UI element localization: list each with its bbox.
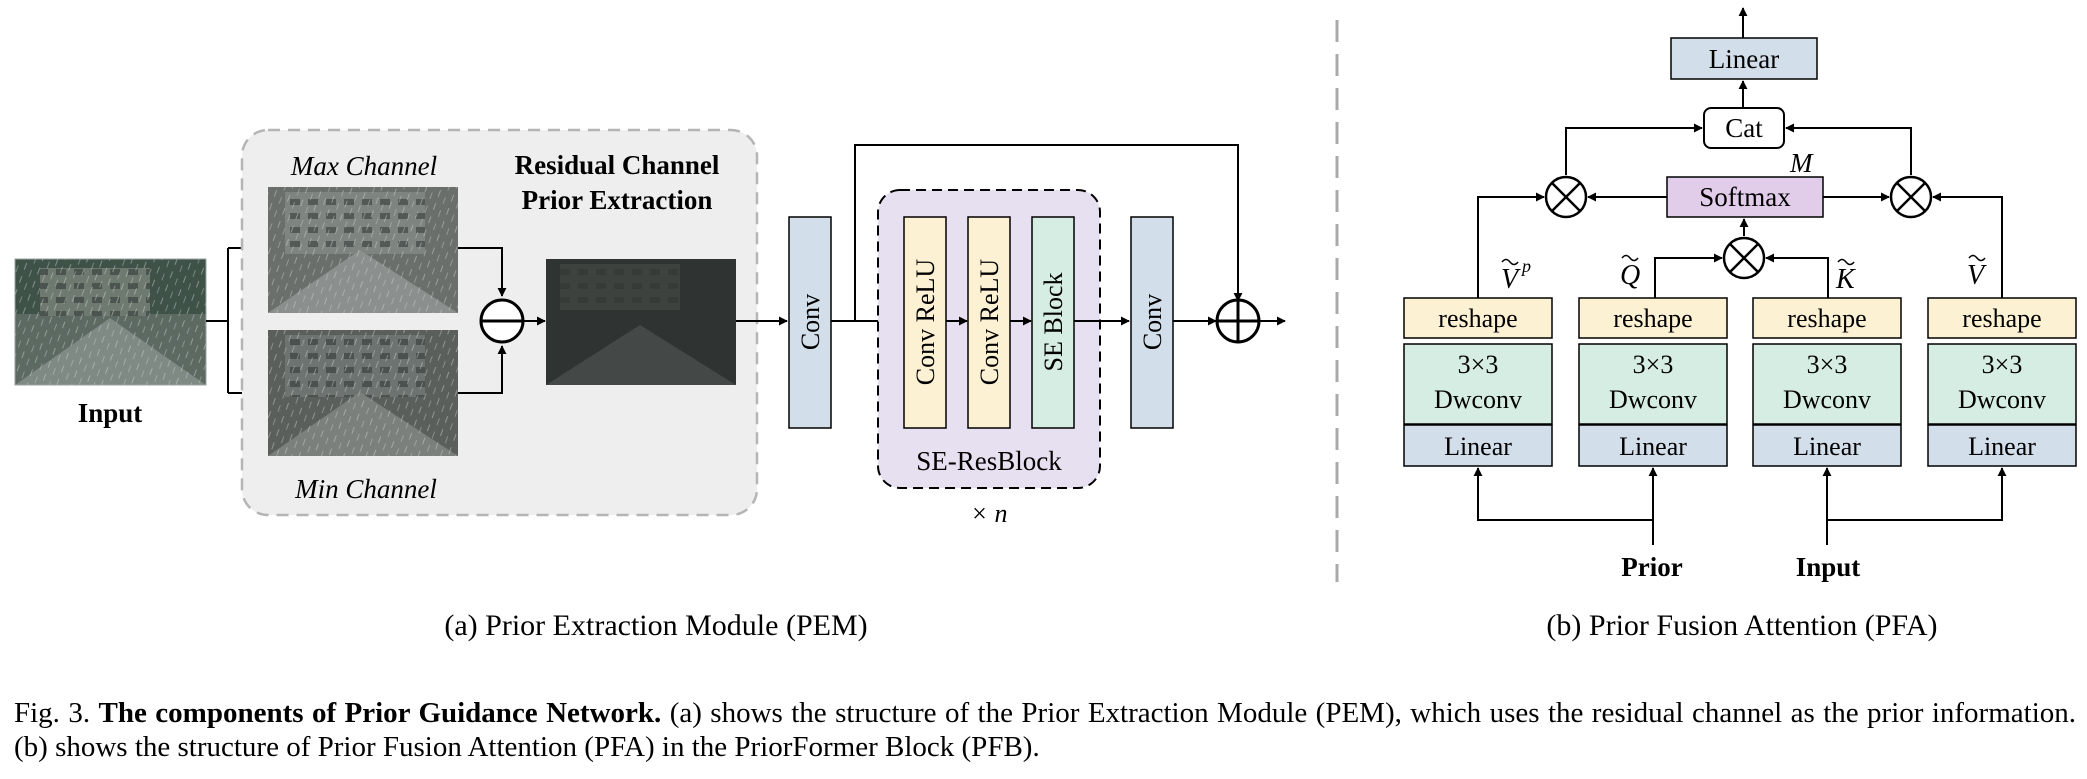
conv-block-2-label: Conv <box>1138 294 1167 350</box>
svg-text:3×3: 3×3 <box>1633 350 1674 379</box>
cat-block <box>1703 107 1785 149</box>
svg-text:Dwconv: Dwconv <box>1434 385 1522 414</box>
arrow-rmul-to-cat <box>1785 123 1912 175</box>
arrow-lmul-to-cat <box>1565 123 1703 175</box>
v-symbol: V <box>1967 254 1987 291</box>
se-block-label: SE Block <box>1039 273 1068 372</box>
conv-block-1-label: Conv <box>796 294 825 350</box>
arrow-v-to-rmul <box>1932 192 2003 298</box>
se-block <box>1031 216 1075 429</box>
caption-bold-title: The components of Prior Guidance Network… <box>98 697 662 729</box>
arrow-input-to-v <box>1826 467 2007 545</box>
figure-canvas: Input Max Channel Min Channel Residual C… <box>14 7 2077 642</box>
add-operator-icon <box>1215 298 1261 344</box>
residual-prior-image <box>546 259 736 385</box>
arrow-k-to-mul <box>1765 253 1829 298</box>
arrow-prior-to-vp <box>1473 467 1654 545</box>
cat-label: Cat <box>1725 113 1763 143</box>
min-channel-image <box>268 330 458 456</box>
svg-text:3×3: 3×3 <box>1458 350 1499 379</box>
svg-text:3×3: 3×3 <box>1982 350 2023 379</box>
svg-text:reshape: reshape <box>1613 304 1692 333</box>
subtract-operator-icon <box>479 298 525 344</box>
arrow-max-to-sub <box>458 247 507 297</box>
arrow-vp-to-lmul <box>1477 192 1545 298</box>
rcpe-title-line1: Residual Channel <box>515 150 720 180</box>
residual-skip-arrow <box>854 144 1243 321</box>
se-resblock-label: SE-ResBlock <box>916 446 1062 476</box>
conv-block-1 <box>788 216 832 429</box>
svg-text:p: p <box>1520 256 1531 276</box>
conv-relu-block-2 <box>967 216 1011 429</box>
pem-subcaption: (a) Prior Extraction Module (PEM) <box>444 609 867 642</box>
pfa-prior-label: Prior <box>1621 552 1682 582</box>
softmax-label: Softmax <box>1699 182 1791 212</box>
input-rain-image <box>14 258 207 386</box>
svg-text:Dwconv: Dwconv <box>1609 385 1697 414</box>
rcpe-title-line2: Prior Extraction <box>522 185 713 215</box>
conv-relu-block-1 <box>903 216 947 429</box>
arrow-min-to-sub <box>458 345 507 394</box>
svg-text:reshape: reshape <box>1787 304 1866 333</box>
svg-text:3×3: 3×3 <box>1807 350 1848 379</box>
branch-k: reshape 3×3 Dwconv Linear <box>1752 297 1902 467</box>
pem-input-label: Input <box>78 398 143 428</box>
multiply-qk-icon <box>1722 236 1766 280</box>
max-channel-label: Max Channel <box>290 151 437 181</box>
svg-text:Linear: Linear <box>1968 432 2036 461</box>
figure-caption: Fig. 3. The components of Prior Guidance… <box>14 696 2076 764</box>
branch-v: reshape 3×3 Dwconv Linear <box>1927 297 2077 467</box>
multiply-right-icon <box>1889 175 1933 219</box>
figure-number: Fig. 3. <box>14 697 91 729</box>
min-channel-label: Min Channel <box>294 474 437 504</box>
pfa-input-label: Input <box>1796 552 1861 582</box>
conv-block-2 <box>1130 216 1174 429</box>
svg-text:reshape: reshape <box>1962 304 2041 333</box>
vp-symbol: V p <box>1501 256 1531 295</box>
conv-relu-1-label: Conv ReLU <box>911 259 940 386</box>
times-n-label: × n <box>970 499 1007 528</box>
branch-q: reshape 3×3 Dwconv Linear <box>1578 297 1728 467</box>
conv-relu-2-label: Conv ReLU <box>975 259 1004 386</box>
svg-text:Linear: Linear <box>1793 432 1861 461</box>
svg-text:V: V <box>1501 264 1521 295</box>
svg-text:Dwconv: Dwconv <box>1958 385 2046 414</box>
k-symbol: K <box>1835 258 1856 295</box>
m-label: M <box>1789 148 1814 178</box>
pfa-linear-top-label: Linear <box>1709 44 1779 74</box>
reshape-label: reshape <box>1438 304 1517 333</box>
softmax-block <box>1666 176 1824 218</box>
svg-text:Q: Q <box>1620 260 1640 291</box>
pfa-linear-top <box>1670 37 1818 80</box>
svg-text:K: K <box>1835 264 1856 295</box>
pfa-subcaption: (b) Prior Fusion Attention (PFA) <box>1546 609 1937 642</box>
multiply-left-icon <box>1544 175 1588 219</box>
svg-text:Linear: Linear <box>1619 432 1687 461</box>
svg-text:V: V <box>1967 260 1987 291</box>
arrow-q-to-mul <box>1654 253 1723 298</box>
svg-text:Dwconv: Dwconv <box>1783 385 1871 414</box>
q-symbol: Q <box>1620 254 1640 291</box>
svg-text:Linear: Linear <box>1444 432 1512 461</box>
caption-body: (a) shows the structure of the Prior Ext… <box>14 697 2076 763</box>
branch-vp: reshape 3×3 Dwconv Linear <box>1403 297 1553 467</box>
max-channel-image <box>268 187 458 313</box>
